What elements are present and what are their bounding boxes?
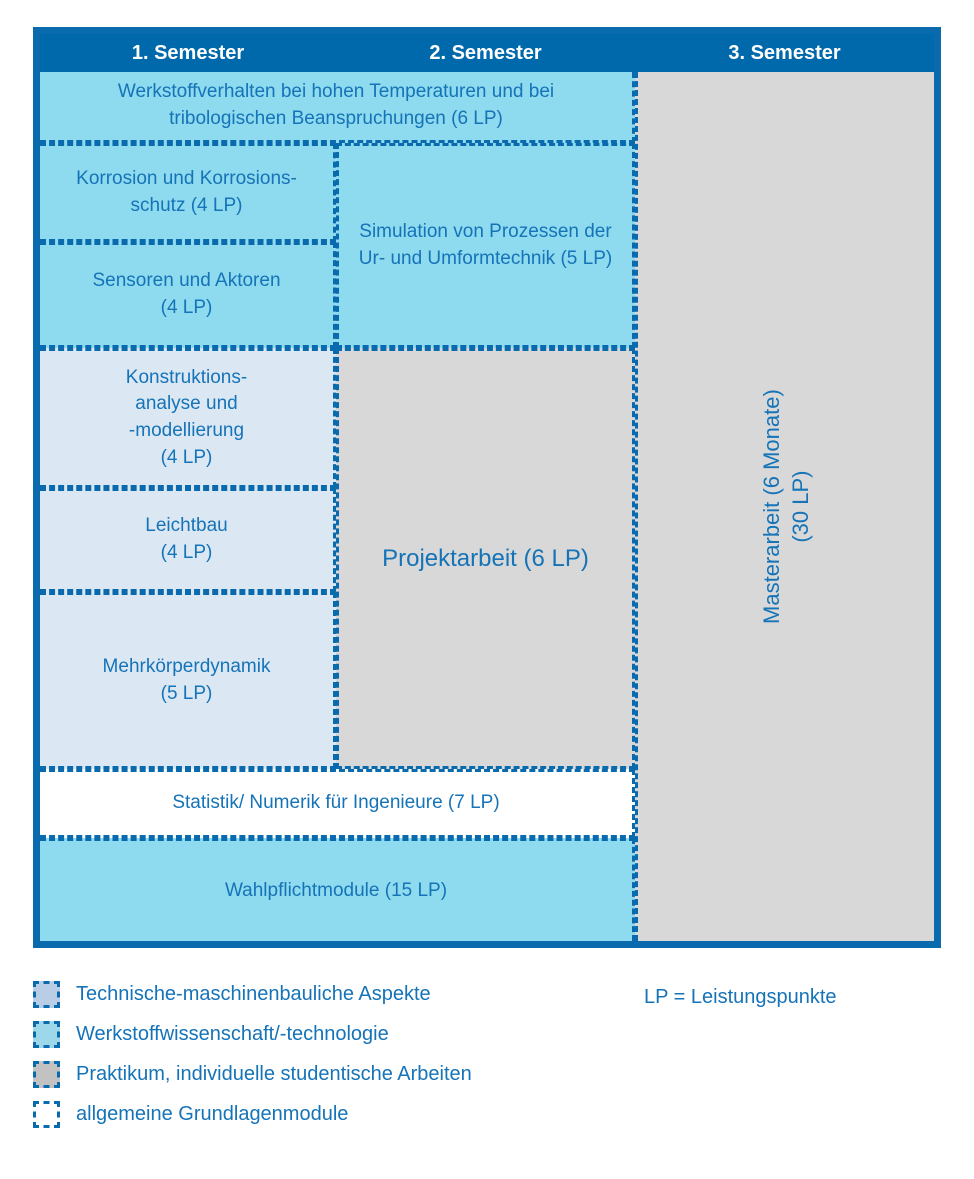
legend-swatch-praktikum-icon: [33, 1061, 60, 1088]
module-sensoren: Sensoren und Aktoren (4 LP): [40, 242, 336, 348]
module-simulation: Simulation von Prozessen der Ur- und Umf…: [336, 143, 635, 348]
legend-item-technisch: Technische-maschinenbauliche Aspekte: [33, 981, 472, 1008]
legend-item-praktikum: Praktikum, individuelle studentische Arb…: [33, 1061, 472, 1088]
legend-label-praktikum: Praktikum, individuelle studentische Arb…: [76, 1063, 472, 1085]
legend-label-grundlagen: allgemeine Grundlagenmodule: [76, 1103, 349, 1125]
lp-abbreviation-note: LP = Leistungspunkte: [644, 986, 837, 1008]
curriculum-table: 1. Semester 2. Semester 3. Semester Werk…: [33, 27, 941, 948]
masterarbeit-rotated-label: Masterarbeit (6 Monate) (30 LP): [758, 389, 812, 624]
module-leichtbau: Leichtbau (4 LP): [40, 488, 336, 592]
legend-label-technisch: Technische-maschinenbauliche Aspekte: [76, 983, 431, 1005]
legend-label-werkstoff: Werkstoffwissenschaft/-technologie: [76, 1023, 389, 1045]
module-korrosion: Korrosion und Korrosions- schutz (4 LP): [40, 143, 336, 242]
module-masterarbeit: Masterarbeit (6 Monate) (30 LP): [635, 72, 934, 941]
module-mehrkoerperdynamik: Mehrkörperdynamik (5 LP): [40, 592, 336, 769]
module-konstruktionsanalyse: Konstruktions- analyse und -modellierung…: [40, 348, 336, 488]
legend-swatch-werkstoff-icon: [33, 1021, 60, 1048]
header-semester-3: 3. Semester: [635, 34, 934, 72]
legend-swatch-grundlagen-icon: [33, 1101, 60, 1128]
module-wahlpflichtmodule: Wahlpflichtmodule (15 LP): [40, 838, 635, 941]
legend-item-grundlagen: allgemeine Grundlagenmodule: [33, 1101, 472, 1128]
module-werkstoffverhalten: Werkstoffverhalten bei hohen Temperature…: [40, 72, 635, 143]
header-semester-1: 1. Semester: [40, 34, 336, 72]
header-semester-2: 2. Semester: [336, 34, 635, 72]
module-projektarbeit: Projektarbeit (6 LP): [336, 348, 635, 769]
legend: Technische-maschinenbauliche Aspekte Wer…: [33, 981, 472, 1128]
module-statistik-numerik: Statistik/ Numerik für Ingenieure (7 LP): [40, 769, 635, 838]
legend-item-werkstoff: Werkstoffwissenschaft/-technologie: [33, 1021, 472, 1048]
legend-swatch-technisch-icon: [33, 981, 60, 1008]
